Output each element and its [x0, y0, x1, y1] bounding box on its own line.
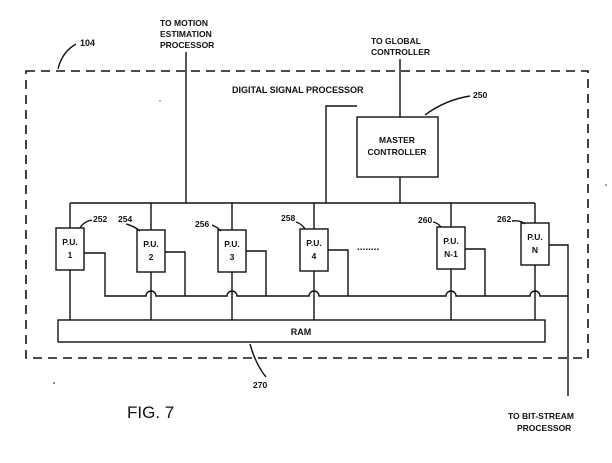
ram-label: RAM [291, 327, 312, 337]
master-to-bus-line [326, 106, 357, 203]
svg-text:2: 2 [149, 252, 154, 262]
svg-text:3: 3 [230, 252, 235, 262]
dsp-title: DIGITAL SIGNAL PROCESSOR [232, 85, 364, 95]
processing-unit-4: P.U. 4 258 [281, 203, 328, 271]
pu-1-box [56, 228, 84, 270]
pun-out [549, 245, 568, 296]
pu2-out [165, 252, 185, 296]
pu-4-box [300, 229, 328, 271]
speck [605, 184, 607, 186]
svg-text:P.U.: P.U. [527, 232, 542, 242]
svg-text:P.U.: P.U. [62, 237, 77, 247]
ref-262-label: 262 [497, 214, 511, 224]
motion-label-line2: ESTIMATION [160, 29, 212, 39]
pu-ram-links [70, 265, 535, 320]
motion-label-line3: PROCESSOR [160, 40, 214, 50]
ref-256-label: 256 [195, 219, 209, 229]
svg-text:N: N [532, 245, 538, 255]
bitstream-label-line2: PROCESSOR [517, 423, 571, 433]
ref-252-label: 252 [93, 214, 107, 224]
processing-unit-n: P.U. N 262 [497, 203, 549, 265]
speck [159, 100, 160, 101]
ref-260-label: 260 [418, 215, 432, 225]
svg-text:P.U.: P.U. [443, 236, 458, 246]
svg-text:N-1: N-1 [444, 249, 458, 259]
ref-250-leader [425, 96, 470, 115]
ref-104-leader [58, 44, 76, 69]
svg-text:4: 4 [312, 251, 317, 261]
processing-unit-3: P.U. 3 256 [195, 203, 246, 272]
motion-label-line1: TO MOTION [160, 18, 208, 28]
processing-unit-2: P.U. 2 254 [118, 203, 165, 272]
svg-text:P.U.: P.U. [224, 239, 239, 249]
ref-258-label: 258 [281, 213, 295, 223]
pu-2-box [137, 230, 165, 272]
figure-label: FIG. 7 [127, 403, 174, 422]
ref-254-label: 254 [118, 214, 132, 224]
pu4-out [328, 250, 348, 296]
master-controller-label-line1: MASTER [379, 135, 415, 145]
pu-n-box [521, 223, 549, 265]
ref-270-leader [250, 344, 266, 377]
speck [53, 382, 55, 384]
svg-text:1: 1 [68, 250, 73, 260]
pu-n-1-box [437, 227, 465, 269]
svg-text:P.U.: P.U. [306, 238, 321, 248]
processing-unit-n-1: P.U. N-1 260 [418, 203, 465, 269]
pu3-out [246, 251, 266, 296]
ref-270-label: 270 [253, 380, 267, 390]
ref-104-label: 104 [80, 38, 95, 48]
pu-3-box [218, 230, 246, 272]
pun1-out [465, 249, 485, 296]
global-label-line1: TO GLOBAL [371, 36, 421, 46]
master-controller-label-line2: CONTROLLER [367, 147, 426, 157]
ref-250-label: 250 [473, 90, 487, 100]
global-label-line2: CONTROLLER [371, 47, 430, 57]
bitstream-label-line1: TO BIT-STREAM [508, 411, 574, 421]
processing-unit-1: P.U. 1 252 [56, 203, 107, 270]
svg-text:P.U.: P.U. [143, 239, 158, 249]
ellipsis: ........ [357, 242, 379, 253]
